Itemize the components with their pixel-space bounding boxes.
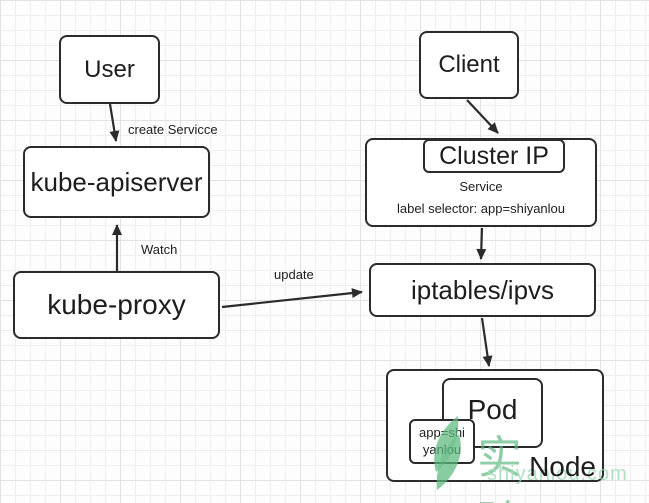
- node-cluster-ip-label: Cluster IP: [439, 141, 549, 170]
- node-iptables-ipvs: iptables/ipvs: [369, 263, 596, 317]
- node-kube-proxy-label: kube-proxy: [47, 289, 186, 320]
- edge-label-update: update: [274, 267, 314, 282]
- node-client-label: Client: [438, 51, 500, 78]
- arrow-user-to-apiserver: [108, 103, 120, 142]
- arrow-iptables-to-pod: [480, 317, 493, 367]
- node-pod-selector-label: app=shi yanlou: [409, 419, 475, 464]
- node-kube-apiserver: kube-apiserver: [23, 146, 210, 218]
- pod-selector-line1: app=shi: [419, 424, 465, 440]
- pod-selector-line2: yanlou: [422, 441, 462, 457]
- arrow-proxy-to-iptables: [221, 288, 363, 309]
- service-label-selector: label selector: app=shiyanlou: [396, 201, 566, 216]
- node-user-label: User: [84, 55, 135, 83]
- node-user: User: [59, 35, 160, 104]
- node-iptables-ipvs-label: iptables/ipvs: [410, 274, 555, 305]
- node-node-label: Node: [529, 451, 596, 482]
- node-pod-label: Pod: [467, 394, 518, 425]
- edge-label-watch: Watch: [141, 242, 178, 257]
- node-cluster-ip: Cluster IP: [423, 139, 565, 173]
- node-client: Client: [419, 31, 519, 99]
- arrow-client-to-service: [466, 99, 499, 134]
- service-caption: Service: [459, 179, 503, 194]
- node-kube-apiserver-label: kube-apiserver: [30, 166, 203, 197]
- arrow-service-to-iptables: [476, 227, 487, 260]
- edge-label-create-service: create Servicce: [128, 122, 218, 137]
- node-kube-proxy: kube-proxy: [13, 271, 220, 339]
